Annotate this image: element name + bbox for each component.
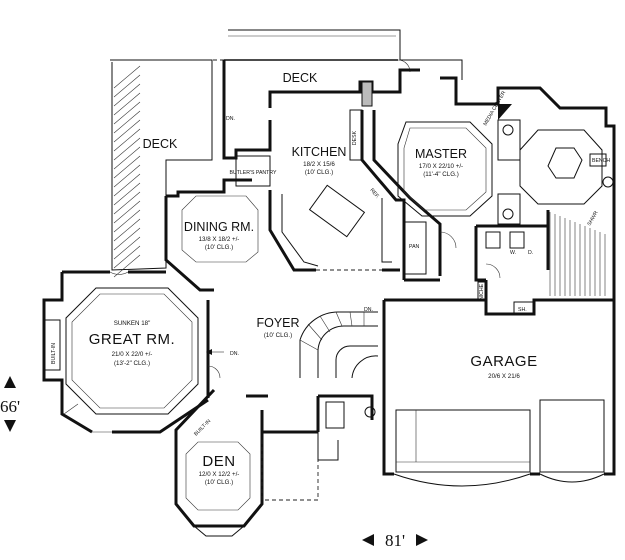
den-ceiling: (10' CLG.) bbox=[205, 479, 233, 486]
room-labels: DECK DECK KITCHEN 18/2 X 15/6 (10' CLG.)… bbox=[89, 71, 537, 486]
built-in-great-label: BUILT-IN bbox=[51, 343, 57, 364]
dining-size: 13/8 X 18/2 +/- bbox=[199, 236, 240, 243]
desk-label: DESK bbox=[352, 130, 358, 145]
shwr-label: SHWR bbox=[587, 210, 600, 227]
washer-label: W. bbox=[510, 250, 516, 256]
deck-top-label: DECK bbox=[283, 71, 318, 85]
depth-dimension: 66' bbox=[0, 397, 20, 416]
dimension-markers: 66' 81' bbox=[0, 376, 428, 550]
kitchen-ceiling: (10' CLG.) bbox=[305, 169, 333, 176]
kitchen-size: 18/2 X 15/6 bbox=[303, 161, 335, 168]
pan-label: PAN bbox=[409, 244, 420, 250]
dn-great-label: DN. bbox=[230, 351, 239, 357]
width-dimension: 81' bbox=[385, 531, 405, 550]
garage-size: 20/6 X 21/6 bbox=[488, 373, 520, 380]
built-in-den-label: BUILT-IN bbox=[193, 418, 212, 437]
great-note: SUNKEN 18" bbox=[114, 320, 151, 327]
dining-label: DINING RM. bbox=[184, 220, 254, 234]
den-size: 12/0 X 12/2 +/- bbox=[199, 471, 240, 478]
bench-label: BENCH bbox=[592, 158, 610, 164]
master-size: 17/0 X 22/10 +/- bbox=[419, 163, 463, 170]
side-stairs bbox=[549, 212, 606, 296]
dryer-label: D. bbox=[528, 250, 533, 256]
niche-label: NICHE bbox=[479, 283, 485, 300]
foyer-ceiling: (10' CLG.) bbox=[264, 332, 292, 339]
dimension-arrow-left bbox=[362, 534, 374, 546]
kitchen-label: KITCHEN bbox=[292, 145, 347, 159]
deck-left bbox=[110, 59, 213, 278]
master-label: MASTER bbox=[415, 147, 467, 161]
great-size: 21/0 X 22/0 +/- bbox=[112, 351, 153, 358]
house-walls bbox=[42, 60, 616, 528]
master-ceiling: (11'-4" CLG.) bbox=[423, 171, 459, 178]
dimension-arrow-down bbox=[4, 420, 16, 432]
dn-deck-label: DN. bbox=[226, 116, 235, 122]
great-ceiling: (13'-2" CLG.) bbox=[114, 360, 150, 367]
dimension-arrow-up bbox=[4, 376, 16, 388]
dining-ceiling: (10' CLG.) bbox=[205, 244, 233, 251]
deck-top bbox=[211, 29, 463, 158]
butlers-pantry-label: BUTLER'S PANTRY bbox=[230, 170, 277, 176]
den-label: DEN bbox=[202, 453, 235, 470]
dimension-arrow-right bbox=[416, 534, 428, 546]
ref-label: REF. bbox=[368, 187, 380, 199]
deck-left-label: DECK bbox=[143, 137, 178, 151]
garage-label: GARAGE bbox=[470, 353, 537, 370]
dn-foyer-label: DN. bbox=[364, 307, 373, 313]
interior-details bbox=[43, 81, 614, 537]
sh-label: SH. bbox=[518, 307, 527, 313]
foyer-label: FOYER bbox=[256, 316, 299, 330]
great-label: GREAT RM. bbox=[89, 331, 175, 348]
deck-stairs bbox=[113, 65, 141, 278]
